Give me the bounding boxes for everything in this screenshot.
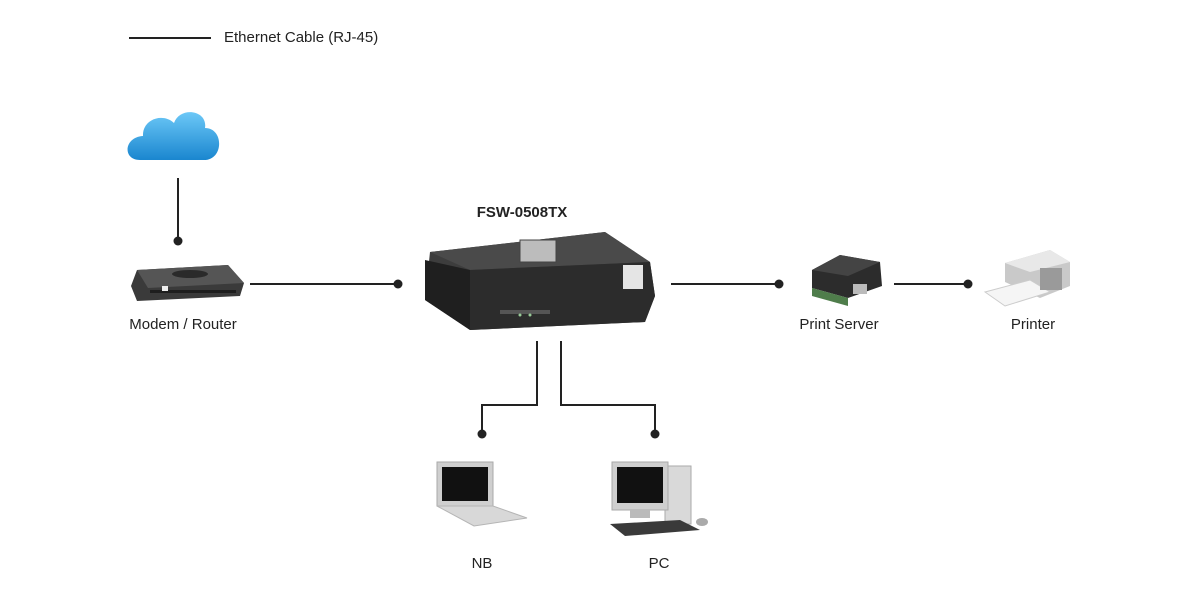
cable-switch-printserver (671, 279, 784, 289)
cable-modem-switch (250, 279, 403, 289)
print-server-label: Print Server (799, 316, 879, 333)
cable-printserver-printer (894, 279, 973, 289)
laptop-icon (436, 461, 528, 527)
printer-label: Printer (1010, 316, 1056, 333)
legend-label: Ethernet Cable (RJ-45) (224, 29, 379, 46)
switch-model-title: FSW-0508TX (476, 204, 568, 221)
cloud-icon (127, 112, 220, 160)
printer-icon (983, 250, 1070, 307)
cable-switch-nb (477, 341, 538, 439)
pc-label: PC (648, 555, 670, 572)
desktop-pc-icon (610, 461, 708, 536)
cable-switch-pc (560, 341, 660, 439)
modem-router-label: Modem / Router (129, 316, 237, 333)
cable-cloud-modem (173, 178, 183, 246)
switch-device-icon (425, 232, 655, 330)
modem-router-icon (131, 265, 244, 301)
nb-label: NB (471, 555, 493, 572)
print-server-icon (812, 255, 882, 306)
